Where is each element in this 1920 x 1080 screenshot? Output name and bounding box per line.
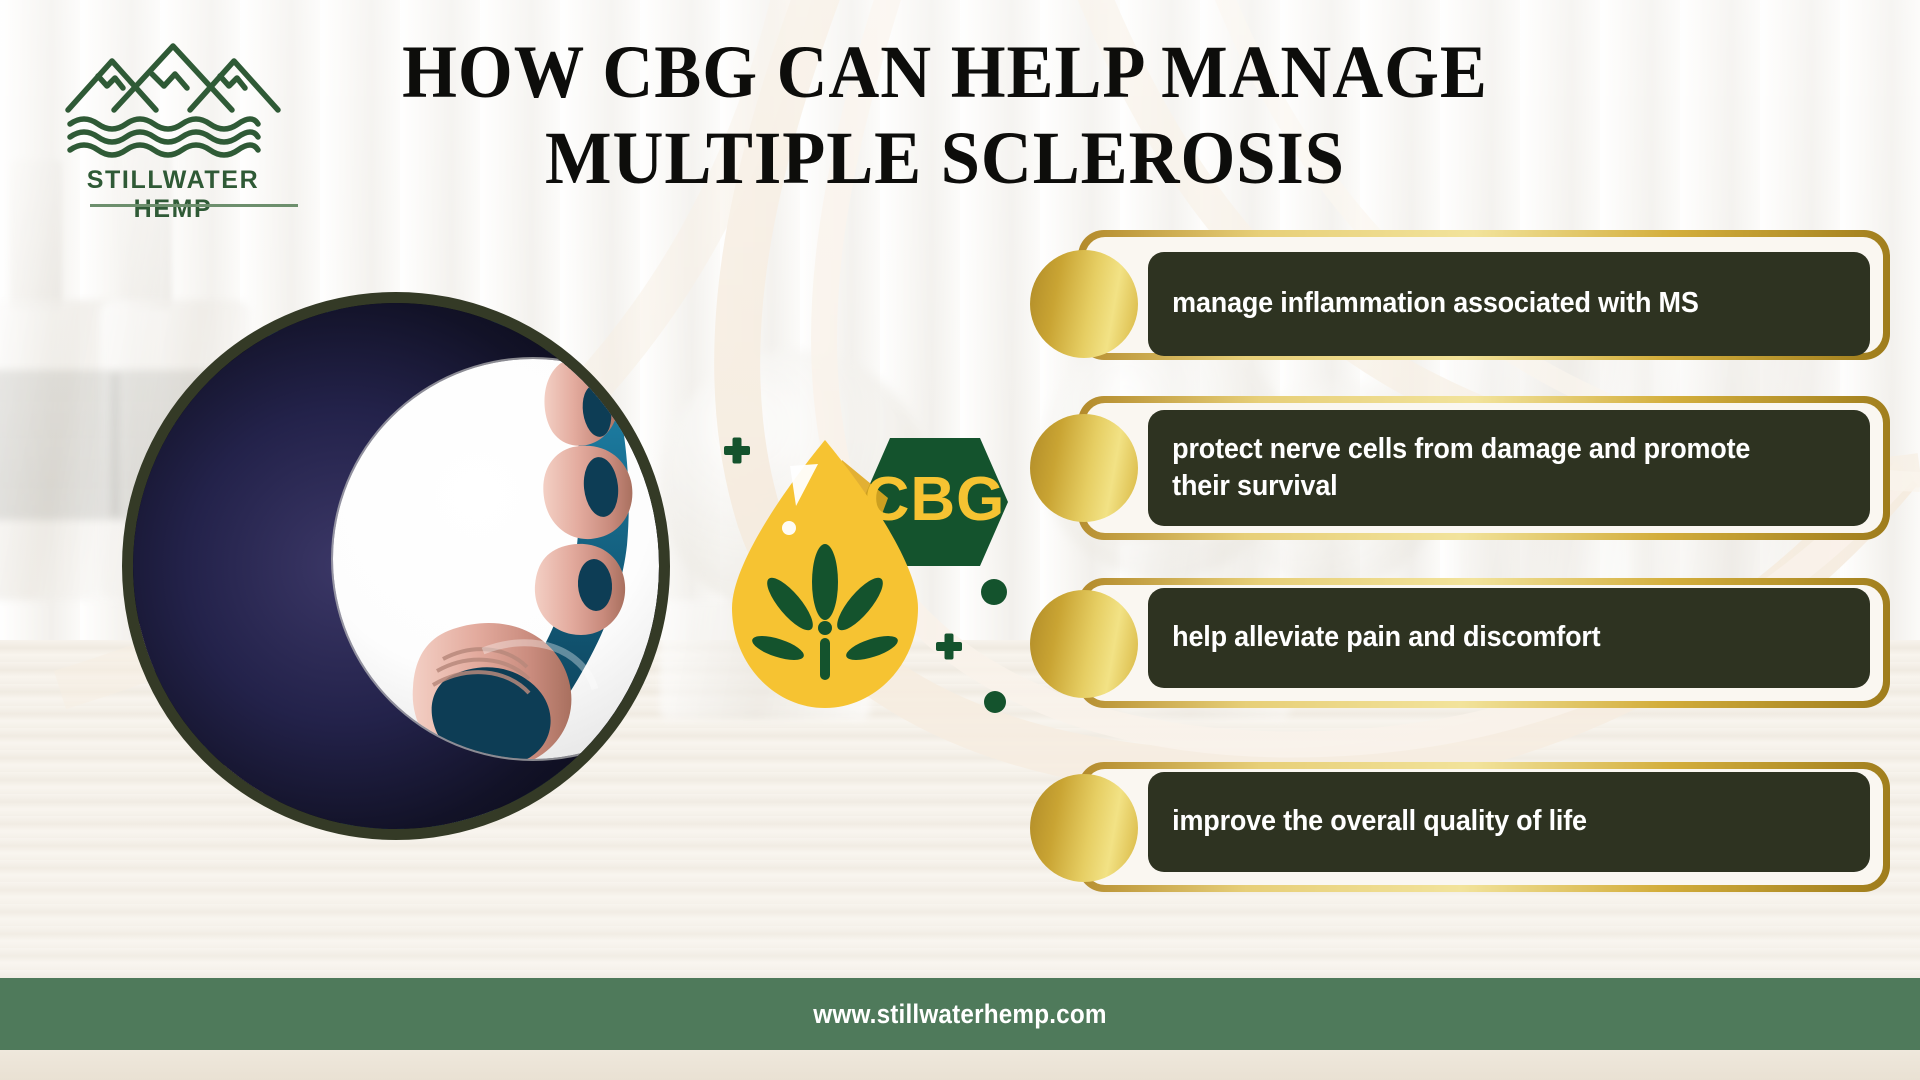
benefit-box-2: protect nerve cells from damage and prom… bbox=[1148, 410, 1870, 526]
page-title-line-1: HOW CBG CAN HELP MANAGE bbox=[402, 31, 1488, 114]
logo-wordmark: STILLWATER HEMP bbox=[86, 166, 260, 223]
benefit-box-4: improve the overall quality of life bbox=[1148, 772, 1870, 872]
brand-logo[interactable]: STILLWATER HEMP bbox=[48, 28, 298, 223]
mountains-and-water-icon bbox=[65, 43, 281, 158]
neurons-myelin-sheath-illustration bbox=[122, 292, 670, 840]
cbg-label: CBG bbox=[865, 465, 1006, 534]
benefit-bullet-circle-4 bbox=[1030, 774, 1138, 882]
benefit-bullet-circle-2 bbox=[1030, 414, 1138, 522]
accent-dot bbox=[984, 691, 1006, 713]
cbg-product-badge: CBG bbox=[712, 420, 1022, 730]
benefit-item-2[interactable]: protect nerve cells from damage and prom… bbox=[1030, 396, 1890, 580]
page-title: HOW CBG CAN HELP MANAGE MULTIPLE SCLEROS… bbox=[339, 30, 1552, 201]
benefit-box-3: help alleviate pain and discomfort bbox=[1148, 588, 1870, 688]
footer-bar: www.stillwaterhemp.com bbox=[0, 978, 1920, 1050]
footer-website-url[interactable]: www.stillwaterhemp.com bbox=[813, 998, 1107, 1029]
benefit-text-3: help alleviate pain and discomfort bbox=[1172, 621, 1601, 654]
benefit-text-4: improve the overall quality of life bbox=[1172, 805, 1587, 838]
plus-sign-icon bbox=[724, 437, 750, 464]
benefit-item-3[interactable]: help alleviate pain and discomfort bbox=[1030, 578, 1890, 752]
damaged-myelin-closeup bbox=[333, 359, 659, 759]
benefits-list: manage inflammation associated with MS p… bbox=[1030, 230, 1890, 912]
footer-bottom-strip bbox=[0, 1050, 1920, 1080]
accent-dot bbox=[981, 579, 1007, 605]
benefit-item-4[interactable]: improve the overall quality of life bbox=[1030, 752, 1890, 912]
benefit-text-1: manage inflammation associated with MS bbox=[1172, 287, 1699, 320]
benefit-bullet-circle-3 bbox=[1030, 590, 1138, 698]
plus-sign-icon bbox=[936, 633, 962, 660]
benefit-item-1[interactable]: manage inflammation associated with MS bbox=[1030, 230, 1890, 400]
page-title-line-2: MULTIPLE SCLEROSIS bbox=[545, 116, 1345, 200]
logo-underline bbox=[90, 204, 298, 207]
hexagon-badge-icon bbox=[862, 438, 1008, 566]
benefit-box-1: manage inflammation associated with MS bbox=[1148, 252, 1870, 356]
benefit-text-2: protect nerve cells from damage and prom… bbox=[1172, 432, 1751, 502]
oil-droplet-icon bbox=[732, 440, 918, 708]
benefit-bullet-circle-1 bbox=[1030, 250, 1138, 358]
hemp-leaf-icon bbox=[752, 544, 898, 680]
